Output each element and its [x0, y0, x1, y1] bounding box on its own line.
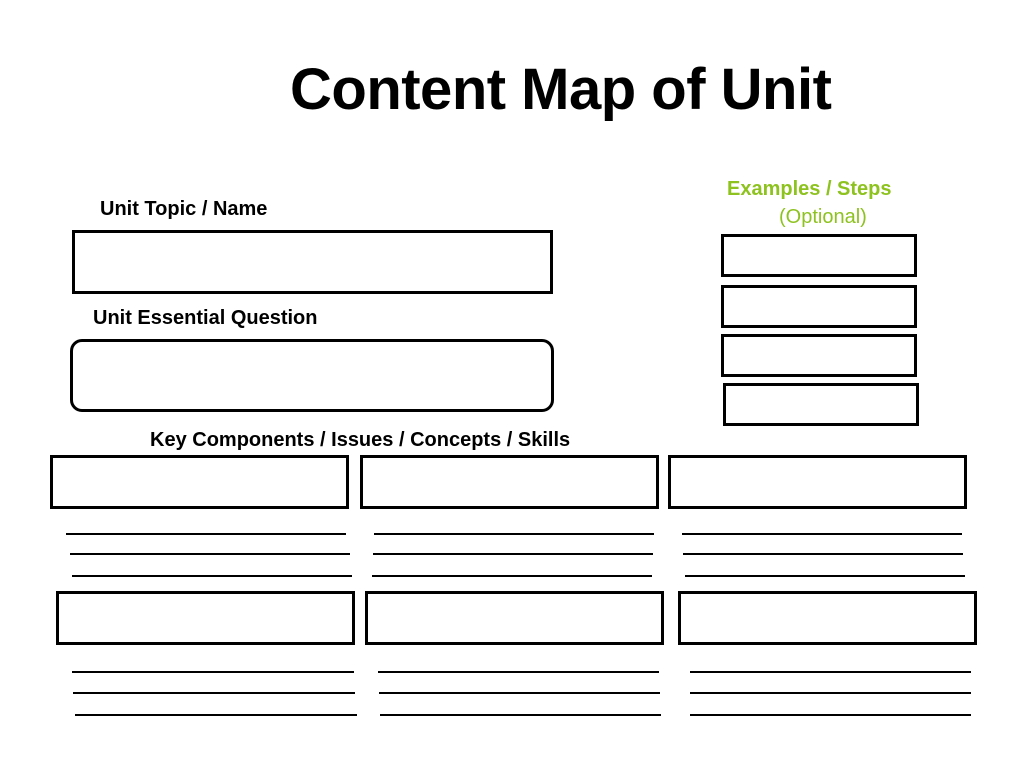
component-box-2[interactable] — [360, 455, 659, 509]
essential-question-box[interactable] — [70, 339, 554, 412]
examples-heading: Examples / Steps — [727, 178, 892, 200]
page-title: Content Map of Unit — [290, 57, 832, 122]
writing-line[interactable] — [690, 714, 971, 716]
writing-line[interactable] — [683, 553, 963, 555]
writing-line[interactable] — [685, 575, 965, 577]
component-box-5[interactable] — [365, 591, 664, 645]
example-box-2[interactable] — [721, 285, 917, 328]
writing-line[interactable] — [72, 671, 354, 673]
unit-topic-box[interactable] — [72, 230, 553, 294]
example-box-4[interactable] — [723, 383, 919, 426]
writing-line[interactable] — [690, 671, 971, 673]
component-box-1[interactable] — [50, 455, 349, 509]
writing-line[interactable] — [70, 553, 350, 555]
writing-line[interactable] — [378, 671, 659, 673]
writing-line[interactable] — [66, 533, 346, 535]
key-components-label: Key Components / Issues / Concepts / Ski… — [150, 429, 571, 451]
writing-line[interactable] — [374, 533, 654, 535]
unit-topic-label: Unit Topic / Name — [100, 198, 268, 220]
writing-line[interactable] — [379, 692, 660, 694]
writing-line[interactable] — [690, 692, 971, 694]
writing-line[interactable] — [75, 714, 357, 716]
writing-line[interactable] — [73, 692, 355, 694]
examples-optional-note: (Optional) — [779, 206, 867, 228]
component-box-4[interactable] — [56, 591, 355, 645]
essential-question-label: Unit Essential Question — [93, 307, 318, 329]
writing-line[interactable] — [380, 714, 661, 716]
writing-line[interactable] — [373, 553, 653, 555]
component-box-6[interactable] — [678, 591, 977, 645]
component-box-3[interactable] — [668, 455, 967, 509]
writing-line[interactable] — [372, 575, 652, 577]
writing-line[interactable] — [682, 533, 962, 535]
example-box-3[interactable] — [721, 334, 917, 377]
writing-line[interactable] — [72, 575, 352, 577]
example-box-1[interactable] — [721, 234, 917, 277]
